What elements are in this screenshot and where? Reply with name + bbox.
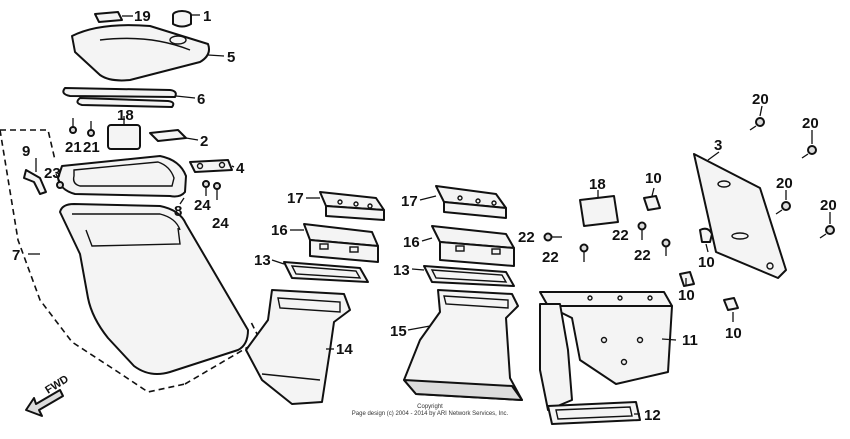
- part-16-box-left: [303, 223, 379, 263]
- callout-10-a: 10: [645, 170, 662, 187]
- callout-6: 6: [197, 91, 205, 108]
- callout-7: 7: [12, 247, 20, 264]
- callout-15: 15: [390, 323, 407, 340]
- callout-24-a: 24: [194, 197, 211, 214]
- part-18-pad-right: [579, 195, 619, 227]
- callout-20-c: 20: [776, 175, 793, 192]
- callout-16-right: 16: [403, 234, 420, 251]
- callout-21-a: 21: [65, 139, 82, 156]
- part-1-cap: [172, 10, 192, 28]
- copyright-notice: Copyright Page design (c) 2004 - 2014 by…: [290, 404, 570, 418]
- part-13-gasket-right: [423, 265, 515, 287]
- part-19-label: [94, 11, 123, 23]
- callout-10-d: 10: [725, 325, 742, 342]
- part-18-pad-left: [107, 124, 141, 150]
- callout-22-c: 22: [612, 227, 629, 244]
- callout-18-left: 18: [117, 107, 134, 124]
- callout-3: 3: [714, 137, 722, 154]
- callout-23: 23: [44, 165, 61, 182]
- callout-16-left: 16: [271, 222, 288, 239]
- part-4-bracket: [189, 159, 233, 173]
- part-5-lid: [71, 24, 210, 82]
- callout-12: 12: [644, 407, 661, 424]
- part-2-clip: [149, 129, 187, 142]
- part-14-duct: [245, 289, 351, 405]
- callout-22-d: 22: [634, 247, 651, 264]
- part-24-screws: [202, 180, 221, 200]
- callout-17-right: 17: [401, 193, 418, 210]
- copyright-line-2: Page design (c) 2004 - 2014 by ARI Netwo…: [351, 411, 509, 417]
- callout-22-a: 22: [518, 229, 535, 246]
- callout-20-d: 20: [820, 197, 837, 214]
- part-11-housing: [539, 291, 673, 385]
- part-21-screws: [69, 118, 95, 137]
- part-20-bolts: [749, 117, 835, 239]
- part-16-box-right: [431, 225, 515, 267]
- part-3-panel: [693, 153, 787, 279]
- fwd-arrow-icon: FWD: [25, 373, 71, 417]
- callout-5: 5: [227, 49, 235, 66]
- part-17-tray-left: [319, 191, 385, 221]
- part-15-duct: [403, 289, 523, 401]
- part-8-gasket: [57, 155, 187, 198]
- callout-21-b: 21: [83, 139, 100, 156]
- callout-10-b: 10: [698, 254, 715, 271]
- callout-18-right: 18: [589, 176, 606, 193]
- callout-labels: 19 1 5 6 18 2 21 21 4 9 23 8 24 24 7 17 …: [12, 8, 837, 424]
- callout-19: 19: [134, 8, 151, 25]
- part-12-base: [539, 303, 641, 425]
- part-10-grommets: [643, 195, 739, 311]
- part-13-gasket-left: [283, 261, 369, 283]
- callout-22-b: 22: [542, 249, 559, 266]
- callout-13-left: 13: [254, 252, 271, 269]
- callout-10-c: 10: [678, 287, 695, 304]
- callout-9: 9: [22, 143, 30, 160]
- callout-8: 8: [174, 203, 182, 220]
- part-17-tray-right: [435, 185, 507, 219]
- part-7-cover: [0, 129, 262, 393]
- part-22-screws: [543, 221, 671, 262]
- leader-lines: [28, 14, 831, 415]
- callout-2: 2: [200, 133, 208, 150]
- part-23-clip: [56, 181, 64, 189]
- callout-17-left: 17: [287, 190, 304, 207]
- callout-20-a: 20: [752, 91, 769, 108]
- callout-11: 11: [682, 332, 698, 349]
- callout-1: 1: [203, 8, 211, 25]
- callout-24-b: 24: [212, 215, 229, 232]
- callout-4: 4: [236, 160, 245, 177]
- callout-13-right: 13: [393, 262, 410, 279]
- callout-14: 14: [336, 341, 353, 358]
- copyright-line-1: Copyright: [417, 404, 443, 410]
- callout-20-b: 20: [802, 115, 819, 132]
- part-9-stay: [23, 169, 47, 195]
- part-6-bracket: [62, 87, 177, 108]
